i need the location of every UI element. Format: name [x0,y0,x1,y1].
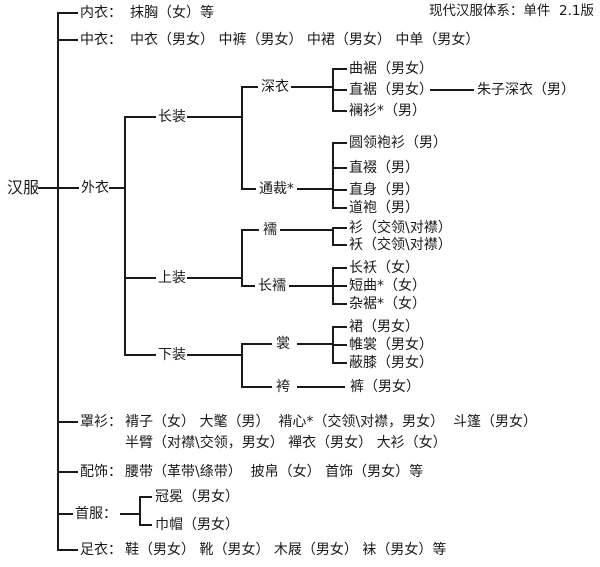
node-xiazhuang: 下装 [158,347,186,363]
leaf-zhiduo: 直裰（男） [349,160,419,176]
node-zhaoshan-label: 罩衫： [80,414,122,430]
node-zhaoshan-items-line1: 褙子（女） 大氅（男） 褙心*（交领\对襟，男女） 斗篷（男女） [125,414,537,430]
node-peishi-items: 腰带（革带\绦带） 披帛（女） 首饰（男女）等 [125,464,424,480]
leaf-guanmian: 冠冕（男女） [155,489,239,505]
node-tongcai: 通裁* [259,181,294,197]
leaf-ao: 袄（交领\对襟） [349,237,452,253]
node-shangzhuang: 上装 [158,270,186,286]
node-zuyi-label: 足衣： [80,542,122,558]
leaf-weishang: 帷裳（男女） [349,337,433,353]
node-zhongyi-items: 中衣（男女） 中裤（男女） 中裙（男女） 中单（男女） [130,32,480,48]
node-ku: 袴 [276,379,290,395]
node-changru: 长襦 [258,278,286,294]
node-zhaoshan-items-line2: 半臂（对襟\交领，男女） 襌衣（男女） 大衫（女） [125,435,447,451]
node-shenyi: 深衣 [261,79,289,95]
node-zuyi-items: 鞋（男女） 靴（男女） 木屐（男女） 袜（男女）等 [125,542,447,558]
node-peishi-label: 配饰： [80,464,122,480]
node-shang: 裳 [276,336,290,352]
node-zhongyi-label: 中衣： [80,32,122,48]
leaf-daopao: 道袍（男） [349,200,419,216]
leaf-duanqu: 短曲*（女） [349,278,426,294]
leaf-kuzi: 裤（男女） [350,379,420,395]
leaf-yuanling-paoshan: 圆领袍衫（男） [349,135,447,151]
leaf-bixi: 蔽膝（男女） [349,355,433,371]
leaf-zhuzi-shenyi: 朱子深衣（男） [477,82,575,98]
leaf-quju: 曲裾（男女） [349,61,433,77]
root-node-hanfu: 汉服 [7,178,40,197]
node-changzhuang: 长装 [158,109,186,125]
node-ru: 襦 [263,222,277,238]
node-waiyi: 外衣 [81,180,109,196]
node-shoufu-label: 首服： [75,506,117,522]
diagram-title: 现代汉服体系：单件 2.1版 [428,3,594,19]
leaf-zhiju: 直裾（男女） [349,82,433,98]
leaf-lanshan: 襕衫*（男） [349,103,426,119]
node-neiyi-items: 抹胸（女）等 [130,5,214,21]
leaf-qun: 裙（男女） [349,319,419,335]
leaf-changao: 长袄（女） [349,260,419,276]
leaf-zaju: 杂裾*（女） [349,296,426,312]
leaf-shan: 衫（交领\对襟） [349,220,452,236]
leaf-zhishen: 直身（男） [349,182,419,198]
node-neiyi-label: 内衣： [80,5,122,21]
leaf-jinmao: 巾帽（男女） [155,517,239,533]
